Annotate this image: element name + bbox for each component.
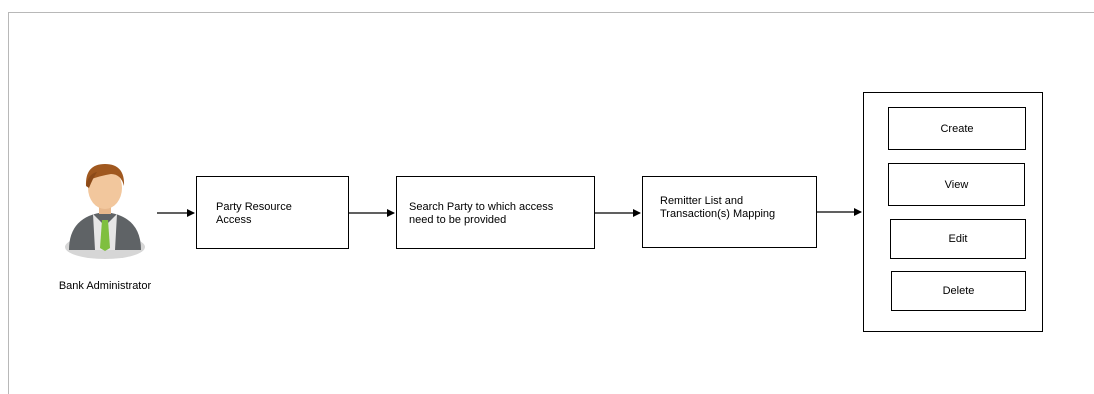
view-action[interactable]: View [888, 163, 1025, 206]
step-label-line: Remitter List and [660, 195, 744, 207]
bank-administrator-actor: Bank Administrator [50, 150, 160, 300]
user-avatar-icon [65, 164, 145, 259]
left-border [8, 12, 9, 394]
step-label-line: Party Resource [216, 201, 292, 213]
delete-action[interactable]: Delete [891, 271, 1026, 311]
edit-action[interactable]: Edit [890, 219, 1026, 259]
step-label-line: Transaction(s) Mapping [660, 208, 776, 220]
step-search-party: Search Party to which access need to be … [396, 176, 595, 249]
step-label-line: need to be provided [409, 214, 507, 226]
actions-group [863, 92, 1043, 332]
create-action[interactable]: Create [888, 107, 1026, 150]
top-border [8, 12, 1094, 13]
step-party-resource-access: Party Resource Access [196, 176, 349, 249]
step-label-line: Search Party to which access [409, 201, 554, 213]
step-label-line: Access [216, 214, 252, 226]
actor-label: Bank Administrator [58, 280, 152, 292]
step-remitter-list-mapping: Remitter List and Transaction(s) Mapping [642, 176, 817, 248]
